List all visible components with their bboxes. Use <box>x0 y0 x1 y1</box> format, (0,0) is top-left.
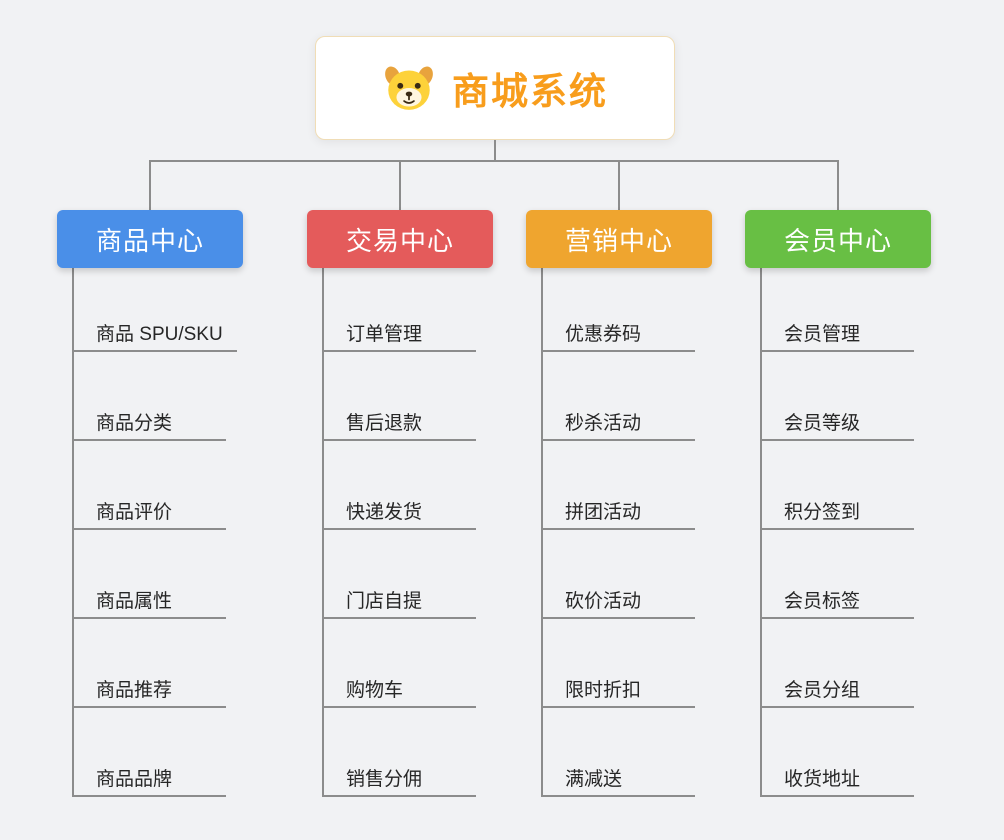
child-topic[interactable]: 商品评价 <box>72 492 226 530</box>
dog-icon <box>382 64 436 112</box>
branch-trade-center: 交易中心 订单管理 售后退款 快递发货 门店自提 购物车 销售分佣 <box>307 210 493 797</box>
child-topic[interactable]: 会员分组 <box>760 670 914 708</box>
branch-product-center: 商品中心 商品 SPU/SKU 商品分类 商品评价 商品属性 商品推荐 商品品牌 <box>57 210 243 797</box>
child-topic[interactable]: 会员等级 <box>760 403 914 441</box>
branch-node-member[interactable]: 会员中心 <box>745 210 931 268</box>
child-topic[interactable]: 购物车 <box>322 670 476 708</box>
connector-trunk-member <box>760 268 762 797</box>
branch-member-center: 会员中心 会员管理 会员等级 积分签到 会员标签 会员分组 收货地址 <box>745 210 931 797</box>
root-node[interactable]: 商城系统 <box>315 36 675 140</box>
child-topic[interactable]: 砍价活动 <box>541 581 695 619</box>
child-topic[interactable]: 订单管理 <box>322 314 476 352</box>
child-topic[interactable]: 满减送 <box>541 759 695 797</box>
child-topic[interactable]: 商品 SPU/SKU <box>72 314 237 352</box>
connector-stem-marketing <box>618 161 620 210</box>
child-topic[interactable]: 销售分佣 <box>322 759 476 797</box>
child-topic[interactable]: 快递发货 <box>322 492 476 530</box>
child-topic[interactable]: 积分签到 <box>760 492 914 530</box>
child-topic[interactable]: 拼团活动 <box>541 492 695 530</box>
child-topic[interactable]: 商品分类 <box>72 403 226 441</box>
child-topic[interactable]: 秒杀活动 <box>541 403 695 441</box>
child-topic[interactable]: 收货地址 <box>760 759 914 797</box>
connector-stem-trade <box>399 161 401 210</box>
connector-trunk-marketing <box>541 268 543 797</box>
child-topic[interactable]: 售后退款 <box>322 403 476 441</box>
child-topic[interactable]: 限时折扣 <box>541 670 695 708</box>
branch-node-marketing[interactable]: 营销中心 <box>526 210 712 268</box>
connector-trunk-trade <box>322 268 324 797</box>
branch-marketing-center: 营销中心 优惠券码 秒杀活动 拼团活动 砍价活动 限时折扣 满减送 <box>526 210 712 797</box>
connector-root-stem <box>494 140 496 162</box>
child-topic[interactable]: 优惠券码 <box>541 314 695 352</box>
child-topic[interactable]: 商品品牌 <box>72 759 226 797</box>
connector-stem-member <box>837 161 839 210</box>
branch-node-product[interactable]: 商品中心 <box>57 210 243 268</box>
child-topic[interactable]: 会员标签 <box>760 581 914 619</box>
root-title: 商城系统 <box>452 71 608 112</box>
connector-stem-product <box>149 161 151 210</box>
branch-node-trade[interactable]: 交易中心 <box>307 210 493 268</box>
connector-trunk-product <box>72 268 74 797</box>
child-topic[interactable]: 会员管理 <box>760 314 914 352</box>
connector-horizontal-bar <box>149 160 839 162</box>
child-topic[interactable]: 商品推荐 <box>72 670 226 708</box>
child-topic[interactable]: 门店自提 <box>322 581 476 619</box>
child-topic[interactable]: 商品属性 <box>72 581 226 619</box>
